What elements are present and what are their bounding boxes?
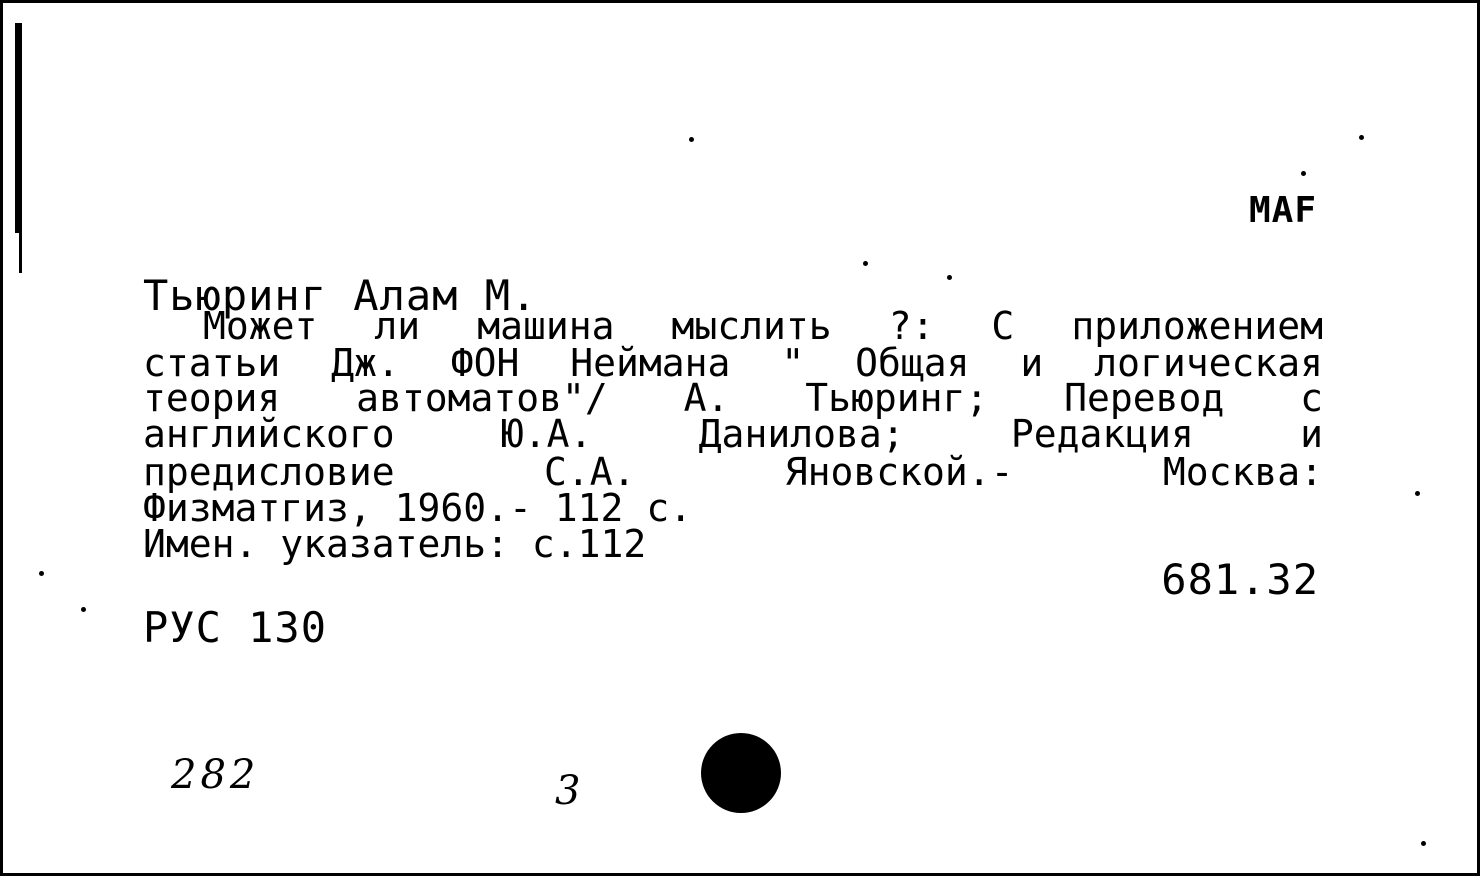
- speck-dot: [689, 137, 694, 142]
- speck-dot: [81, 607, 86, 612]
- speck-dot: [1301, 171, 1306, 176]
- speck-dot: [947, 275, 952, 280]
- handwritten-number: 282: [171, 752, 260, 798]
- udc-classification: 681.32: [1161, 555, 1319, 604]
- card-edge-mark-thin: [19, 233, 22, 273]
- description-line-1: Может ли машина мыслить ?: С приложением: [203, 304, 1323, 348]
- author-heading: Тьюринг Алам М.: [143, 271, 538, 320]
- card-code: MAF: [1248, 190, 1317, 231]
- speck-dot: [863, 261, 868, 266]
- description-line-2: статьи Дж. ФОН Неймана " Общая и логичес…: [143, 341, 1323, 385]
- speck-dot: [1415, 491, 1420, 496]
- handwritten-mark: 3: [555, 768, 581, 814]
- language-code: РУС 130: [143, 603, 328, 652]
- speck-dot: [39, 571, 44, 576]
- description-line-4: английского Ю.А. Данилова; Редакция и: [143, 412, 1323, 456]
- description-line-6: Физматгиз, 1960.- 112 с.: [143, 486, 693, 530]
- punch-hole: [701, 733, 781, 813]
- card-edge-mark: [15, 23, 22, 233]
- speck-dot: [1421, 841, 1426, 846]
- description-line-3: теория автоматов"/ А. Тьюринг; Перевод с: [143, 376, 1323, 420]
- description-line-5: предисловие С.А. Яновской.- Москва:: [143, 450, 1323, 494]
- description-line-7: Имен. указатель: с.112: [143, 522, 647, 566]
- speck-dot: [1359, 135, 1364, 140]
